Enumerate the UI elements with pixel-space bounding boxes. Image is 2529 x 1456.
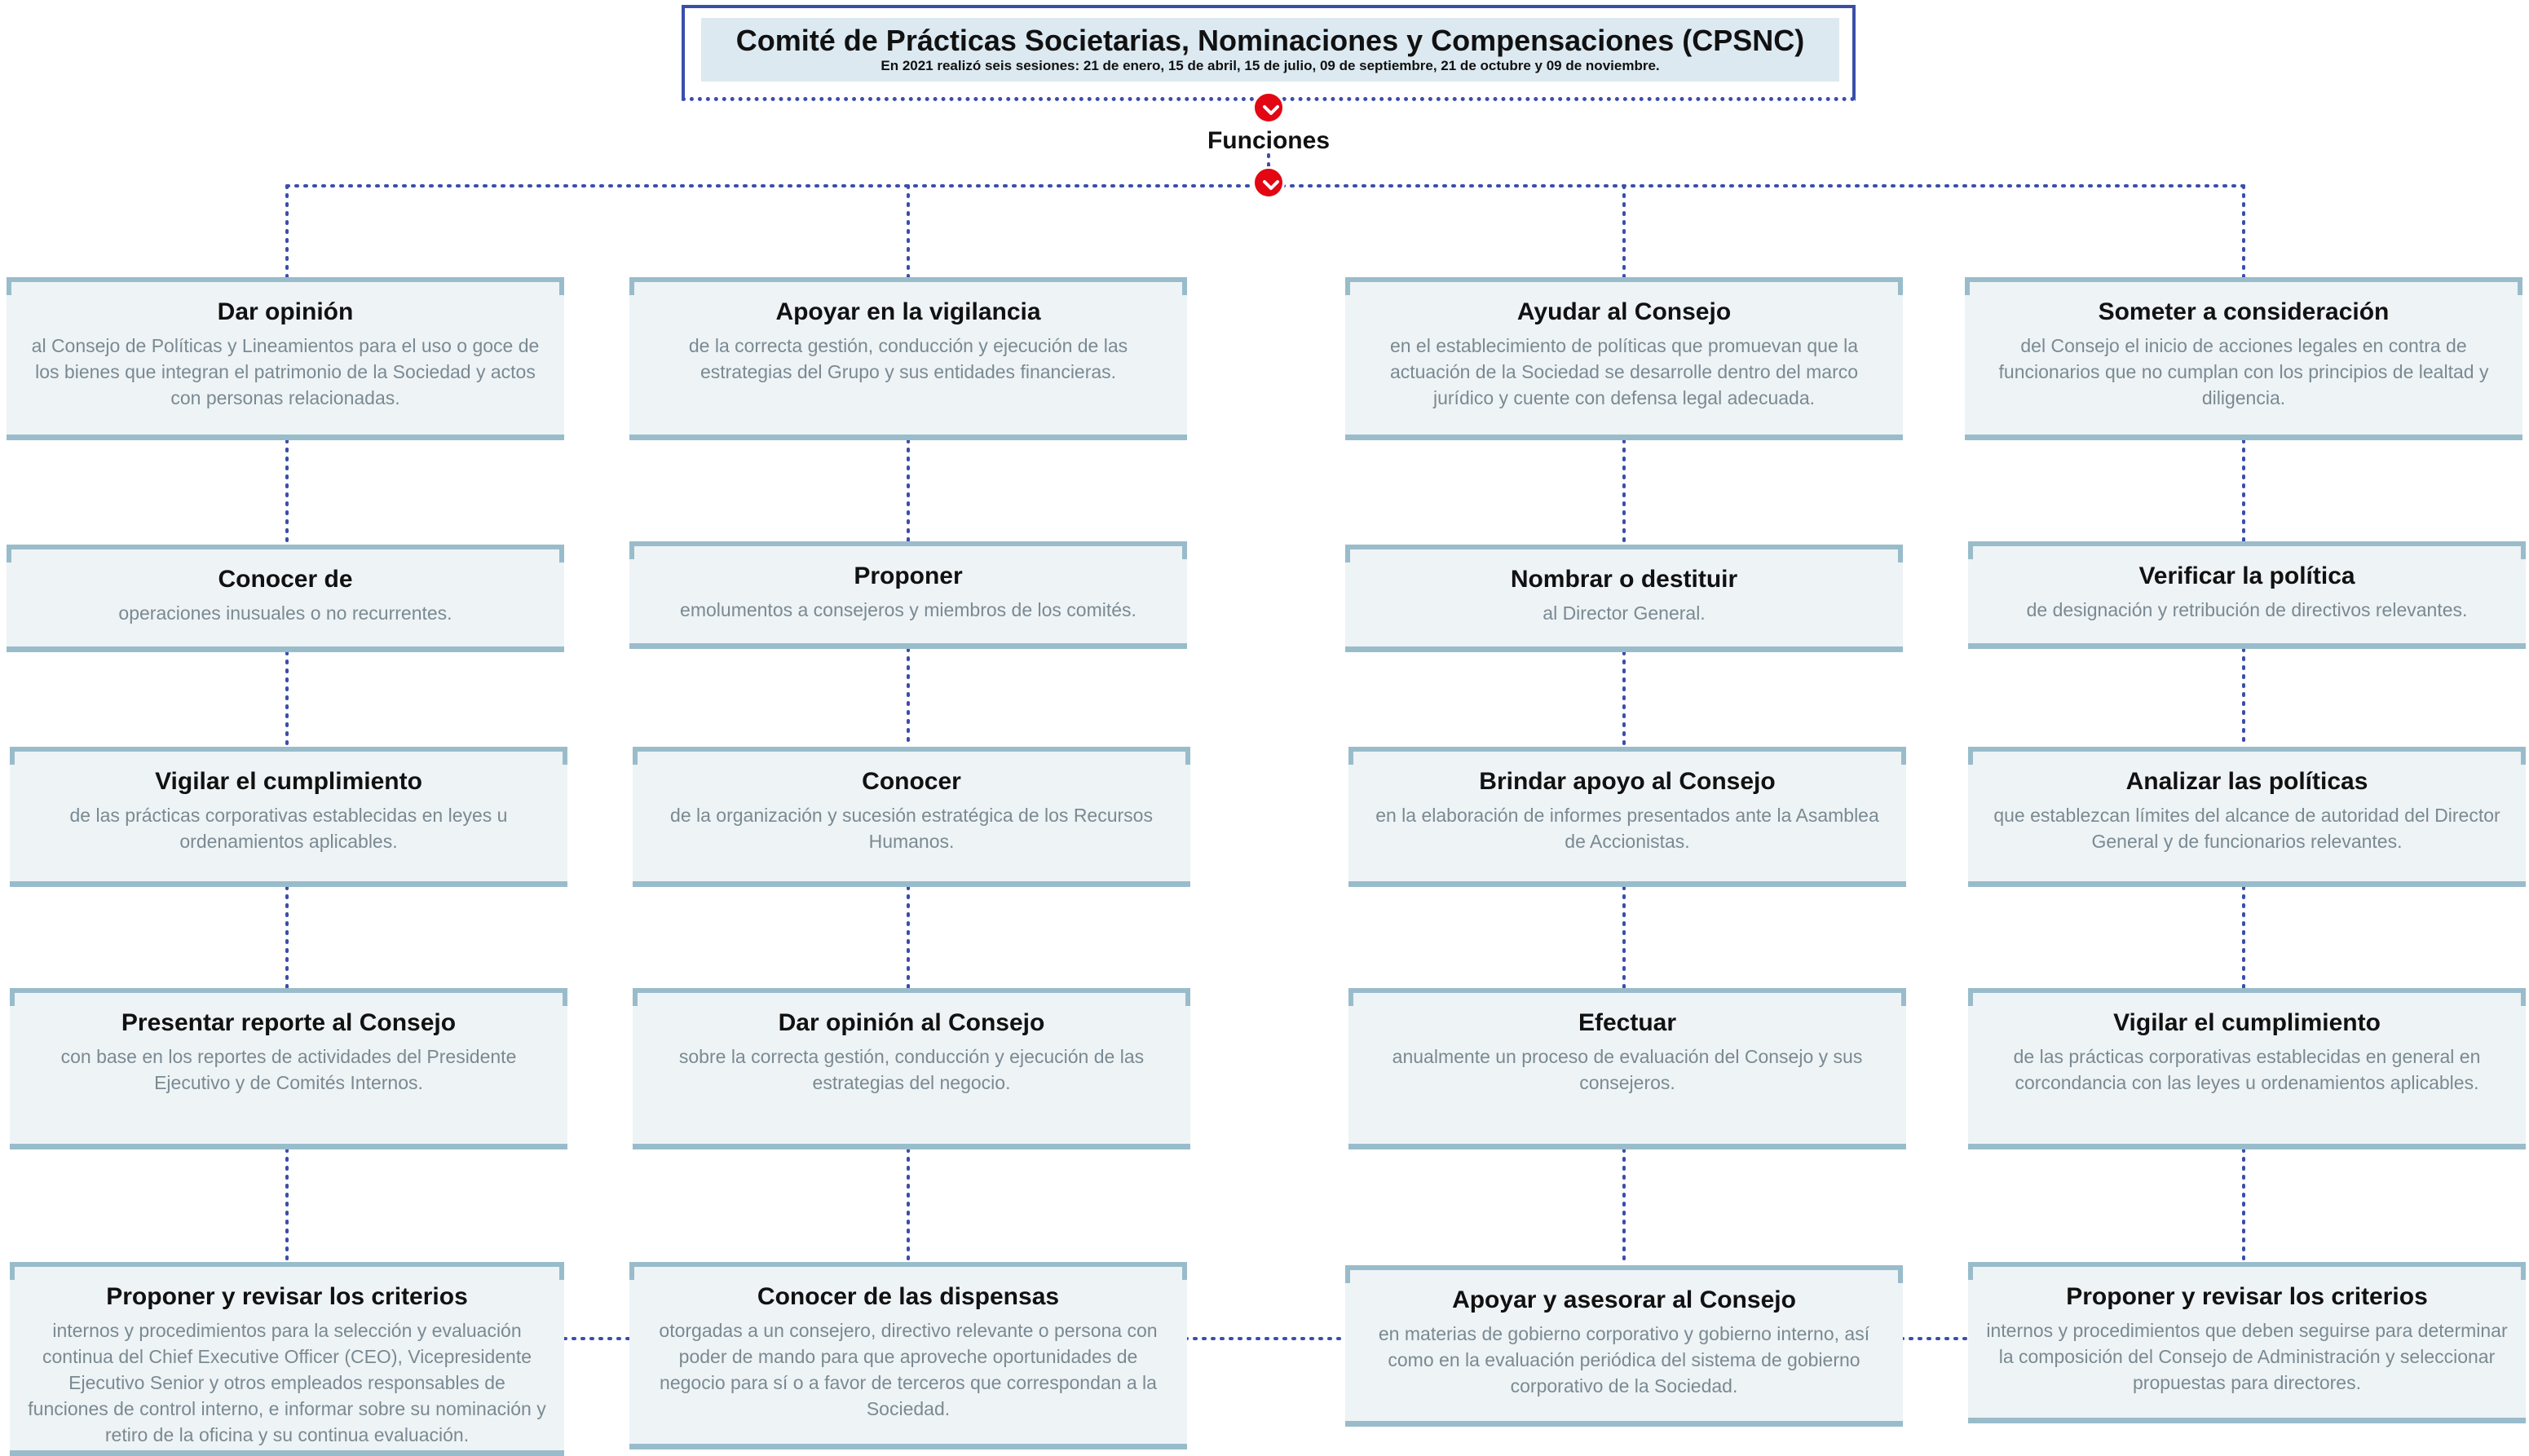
function-card: Proponer emolumentos a consejeros y miem…: [629, 541, 1187, 649]
card-description: internos y procedimientos para la selecc…: [28, 1320, 546, 1445]
card-title: Someter a consideración: [2098, 298, 2390, 325]
card-title: Ayudar al Consejo: [1516, 298, 1732, 325]
chevron-down-icon: [1252, 91, 1285, 124]
card-title: Apoyar y asesorar al Consejo: [1452, 1286, 1796, 1313]
card-description: de la organización y sucesión estratégic…: [670, 805, 1153, 852]
card-description: del Consejo el inicio de acciones legale…: [1998, 335, 2489, 408]
card-title: Proponer: [854, 563, 963, 589]
function-card: Presentar reporte al Consejo con base en…: [10, 988, 567, 1149]
card-description: de las prácticas corporativas establecid…: [69, 805, 508, 852]
card-description: operaciones inusuales o no recurrentes.: [118, 602, 452, 624]
card-description: de designación y retribución de directiv…: [2026, 599, 2468, 620]
function-card: Conocer de las dispensas otorgadas a un …: [629, 1262, 1187, 1449]
card-title: Analizar las políticas: [2125, 768, 2368, 795]
function-card: Efectuar anualmente un proceso de evalua…: [1348, 988, 1906, 1149]
function-card: Vigilar el cumplimiento de las prácticas…: [1968, 988, 2526, 1149]
card-title: Verificar la política: [2138, 563, 2355, 589]
function-card: Verificar la política de designación y r…: [1968, 541, 2526, 649]
card-description: que establezcan límites del alcance de a…: [1993, 805, 2500, 852]
card-description: al Consejo de Políticas y Lineamientos p…: [31, 335, 540, 408]
function-card: Proponer y revisar los criterios interno…: [1968, 1262, 2526, 1423]
card-description: en la elaboración de informes presentado…: [1375, 805, 1879, 852]
card-description: de la correcta gestión, conducción y eje…: [688, 335, 1128, 382]
function-card: Apoyar y asesorar al Consejo en materias…: [1345, 1265, 1903, 1427]
card-title: Dar opinión al Consejo: [778, 1009, 1045, 1036]
card-description: sobre la correcta gestión, conducción y …: [678, 1046, 1145, 1093]
card-title: Vigilar el cumplimiento: [2113, 1009, 2381, 1036]
card-description: emolumentos a consejeros y miembros de l…: [680, 599, 1137, 620]
funciones-label: Funciones: [1207, 127, 1330, 154]
card-title: Efectuar: [1578, 1009, 1677, 1036]
card-description: otorgadas a un consejero, directivo rele…: [659, 1320, 1158, 1419]
function-card: Proponer y revisar los criterios interno…: [10, 1262, 564, 1456]
card-description: al Director General.: [1543, 602, 1706, 624]
function-card: Dar opinión al Consejo sobre la correcta…: [633, 988, 1190, 1149]
function-card: Ayudar al Consejo en el establecimiento …: [1345, 277, 1903, 440]
page-subtitle: En 2021 realizó seis sesiones: 21 de ene…: [881, 58, 1660, 73]
card-description: en materias de gobierno corporativo y go…: [1378, 1323, 1870, 1396]
function-card: Vigilar el cumplimiento de las prácticas…: [10, 747, 567, 887]
card-description: de las prácticas corporativas establecid…: [2013, 1046, 2481, 1093]
function-card: Dar opinión al Consejo de Políticas y Li…: [7, 277, 564, 440]
header-box: Comité de Prácticas Societarias, Nominac…: [701, 18, 1839, 82]
card-title: Nombrar o destituir: [1510, 566, 1738, 593]
card-title: Proponer y revisar los criterios: [106, 1283, 468, 1310]
chevron-down-icon: [1252, 166, 1285, 199]
function-card: Nombrar o destituir al Director General.: [1345, 545, 1903, 652]
function-card: Conocer de la organización y sucesión es…: [633, 747, 1190, 887]
card-title: Brindar apoyo al Consejo: [1479, 768, 1776, 795]
function-card: Brindar apoyo al Consejo en la elaboraci…: [1348, 747, 1906, 887]
card-description: con base en los reportes de actividades …: [60, 1046, 517, 1093]
card-title: Conocer de: [218, 566, 353, 593]
page-title: Comité de Prácticas Societarias, Nominac…: [735, 24, 1805, 57]
function-card: Analizar las políticas que establezcan l…: [1968, 747, 2526, 887]
card-title: Presentar reporte al Consejo: [121, 1009, 457, 1036]
card-description: internos y procedimientos que deben segu…: [1986, 1320, 2508, 1393]
card-title: Dar opinión: [217, 298, 354, 325]
function-card: Apoyar en la vigilancia de la correcta g…: [629, 277, 1187, 440]
card-description: anualmente un proceso de evaluación del …: [1392, 1046, 1863, 1093]
card-title: Conocer: [862, 768, 961, 795]
function-card: Someter a consideración del Consejo el i…: [1965, 277, 2522, 440]
function-card: Conocer de operaciones inusuales o no re…: [7, 545, 564, 652]
card-title: Apoyar en la vigilancia: [775, 298, 1041, 325]
card-title: Proponer y revisar los criterios: [2066, 1283, 2428, 1310]
card-title: Vigilar el cumplimiento: [155, 768, 422, 795]
card-title: Conocer de las dispensas: [757, 1283, 1060, 1310]
card-description: en el establecimiento de políticas que p…: [1389, 335, 1859, 408]
